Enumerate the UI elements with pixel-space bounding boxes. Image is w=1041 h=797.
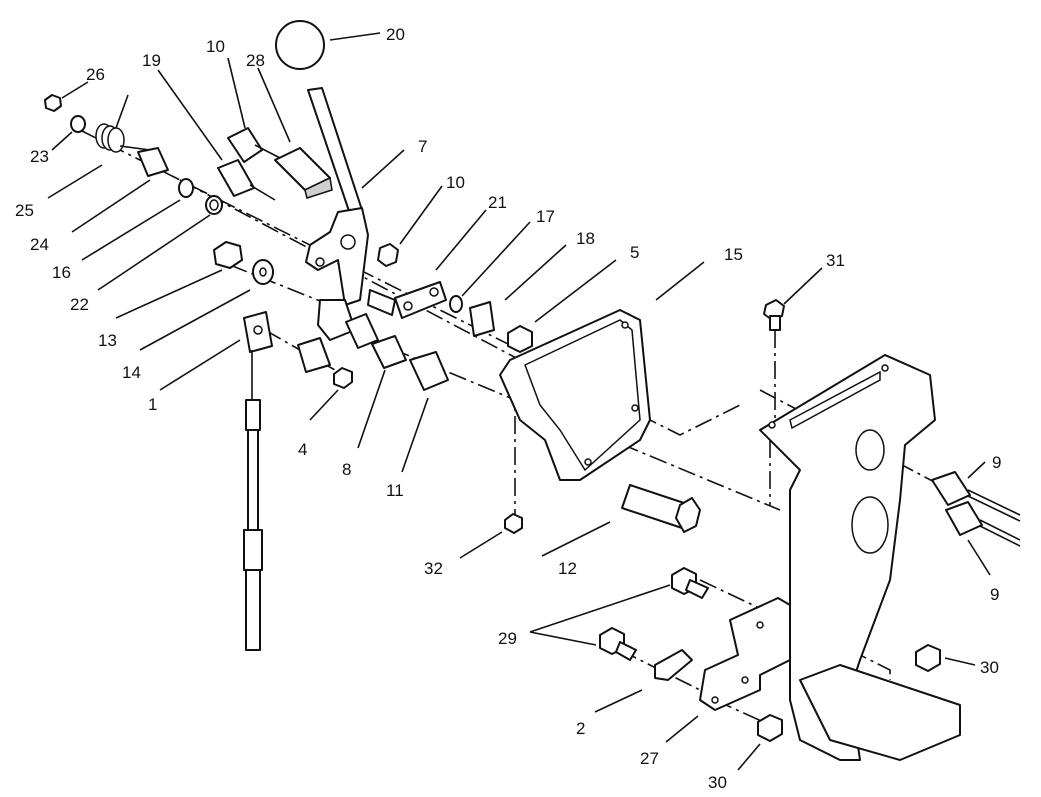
left-hardware	[44, 94, 274, 285]
callout-23: 23	[30, 147, 49, 166]
callout-8: 8	[342, 460, 351, 479]
callout-5: 5	[630, 243, 639, 262]
mounting-bracket	[499, 309, 651, 481]
washer	[70, 115, 86, 133]
shift-lever	[275, 20, 369, 341]
callout-9-lower: 9	[990, 585, 999, 604]
callout-1: 1	[148, 395, 157, 414]
bushings	[333, 313, 449, 391]
nut-30-upper	[915, 644, 941, 672]
callout-7: 7	[418, 137, 427, 156]
bracket-27	[699, 597, 791, 711]
callout-21: 21	[488, 193, 507, 212]
studs	[217, 127, 399, 267]
callout-14: 14	[122, 363, 141, 382]
callout-25: 25	[15, 201, 34, 220]
nut	[44, 94, 62, 112]
callout-31: 31	[826, 251, 845, 270]
callout-20: 20	[386, 25, 405, 44]
wedge-block	[274, 147, 333, 199]
callout-12: 12	[558, 559, 577, 578]
clip	[654, 649, 693, 681]
callout-labels: 1 2 4 5 7 8 9 9 10 10 11 12 13 14 15 16 …	[15, 25, 1001, 792]
bolt	[621, 484, 701, 533]
nut-32	[504, 513, 523, 534]
leader-lines	[47, 32, 991, 771]
callout-11: 11	[386, 481, 404, 500]
spring	[95, 94, 151, 153]
sensors-9	[931, 471, 1021, 547]
callout-17: 17	[536, 207, 555, 226]
callout-22: 22	[70, 295, 89, 314]
callout-29: 29	[498, 629, 517, 648]
callout-19: 19	[142, 51, 161, 70]
callout-4: 4	[298, 440, 307, 459]
callout-10-left: 10	[206, 37, 225, 56]
callout-27: 27	[640, 749, 659, 768]
callout-18: 18	[576, 229, 595, 248]
pivot-link	[367, 281, 533, 353]
callout-26: 26	[86, 65, 105, 84]
callout-10-right: 10	[446, 173, 465, 192]
callout-13: 13	[98, 331, 117, 350]
nut-30-lower	[757, 714, 783, 742]
frame-plate	[759, 354, 961, 761]
callout-24: 24	[30, 235, 49, 254]
bolts-29	[599, 567, 709, 661]
callout-2: 2	[576, 719, 585, 738]
callout-9-upper: 9	[992, 453, 1001, 472]
callout-32: 32	[424, 559, 443, 578]
callout-28: 28	[246, 51, 265, 70]
knob	[275, 20, 325, 70]
control-cable	[243, 311, 331, 651]
callout-15: 15	[724, 245, 743, 264]
bolt-31	[763, 299, 785, 331]
callout-16: 16	[52, 263, 71, 282]
callout-30-bottom: 30	[708, 773, 727, 792]
callout-30-right: 30	[980, 658, 999, 677]
